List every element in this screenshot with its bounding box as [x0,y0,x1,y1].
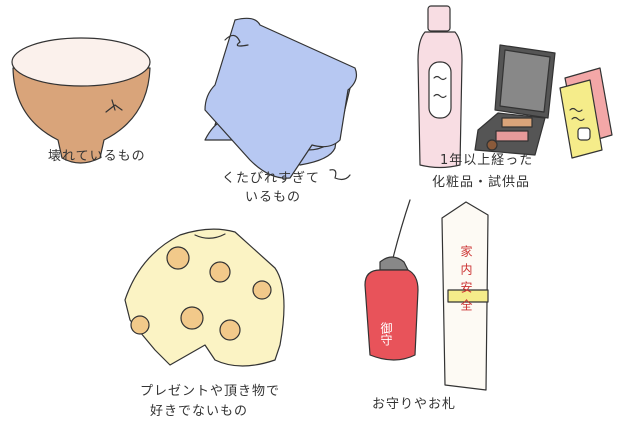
label-gifts-line2: 好きでないもの [150,404,249,419]
label-gifts-line1: プレゼントや頂き物で [140,384,281,399]
amulet-and-ofuda-illustration: 御守 家内安全 [364,199,489,391]
cosmetics-illustration [417,5,613,169]
label-worn-items-line1: くたびれすぎて [222,171,321,186]
broken-bowl-illustration [11,37,151,164]
sweater-illustration [124,228,285,367]
label-broken-items: 壊れているもの [48,149,146,164]
label-cosmetics-line2: 化粧品・試供品 [432,175,531,190]
label-worn-items-line2: いるもの [245,190,302,205]
label-amulets: お守りやお札 [372,397,457,412]
ofuda-text: 家内安全 [459,244,473,317]
label-cosmetics-line1: 1年以上経った [440,153,534,168]
amulet-text: 御守 [379,321,393,346]
worn-towels-illustration [204,17,358,181]
